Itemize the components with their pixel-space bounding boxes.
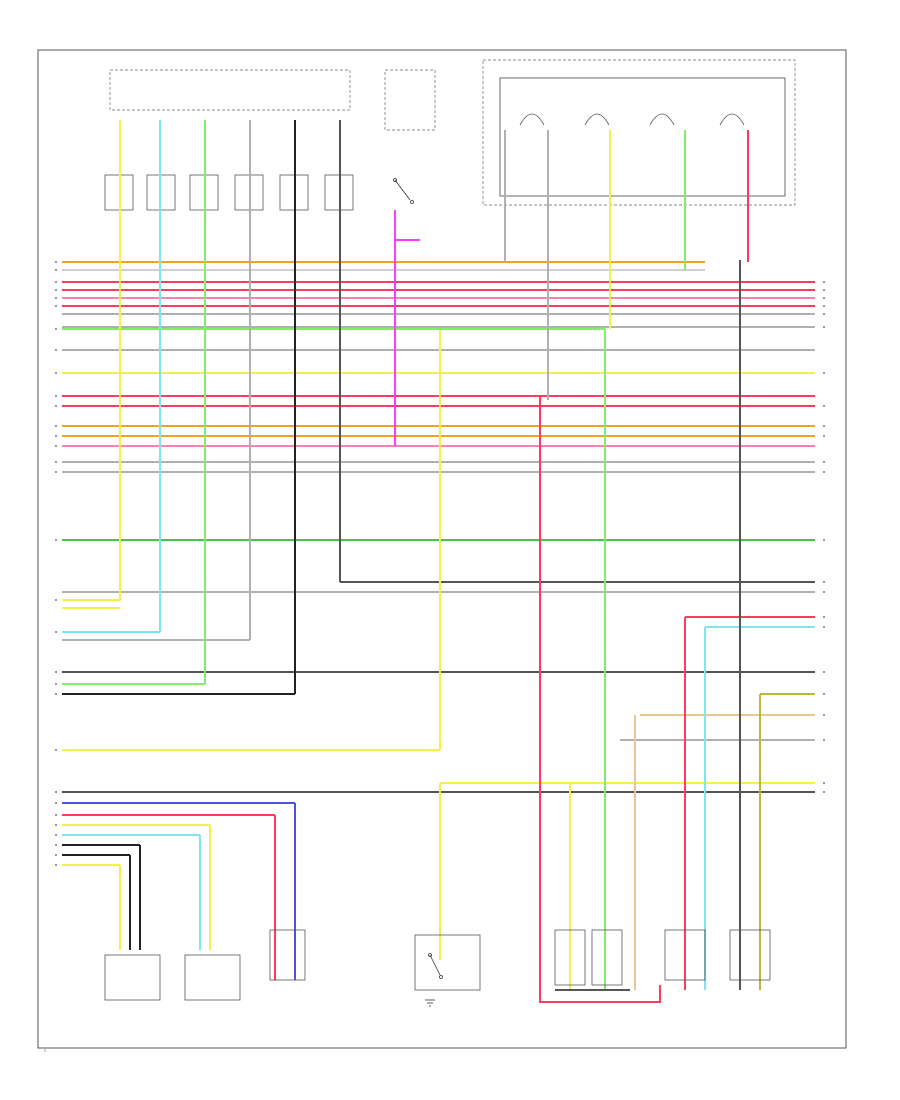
bottom-components [104,929,771,1001]
switch-icon [393,178,414,204]
diagram-frame [37,49,847,1049]
horizontal-wires [62,261,815,866]
solenoid-coil-icon [519,113,745,126]
hot-in-run-box [384,69,436,131]
bottom-loop-wire [539,985,661,1003]
transmission-module-inner [499,77,786,197]
hot-at-all-times-box-left [109,69,351,111]
footer-code: Y [44,1049,47,1053]
transmission-module-box [482,59,796,206]
switch-icon-bottom [428,953,443,979]
connector-icon [55,261,825,866]
ground-icon [425,999,435,1007]
vertical-wires [119,120,761,1000]
